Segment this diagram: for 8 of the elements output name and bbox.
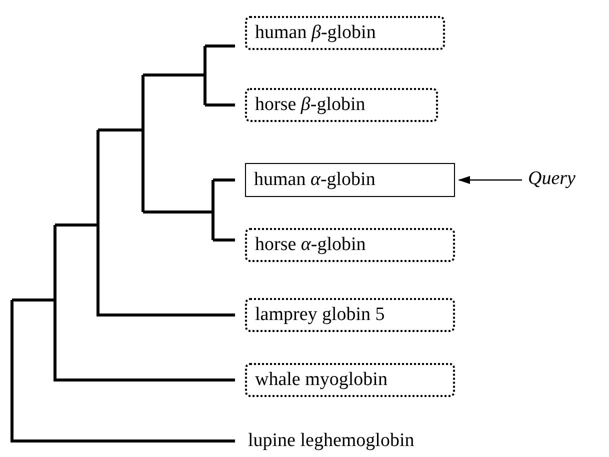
- sequence-box: human β-globin: [245, 16, 445, 50]
- query-sequence-box: human α-globin: [245, 163, 455, 197]
- sequence-box: horse β-globin: [245, 88, 438, 122]
- sequence-box: lamprey globin 5: [245, 298, 455, 332]
- arrow: [458, 176, 522, 184]
- sequence-box: whale myoglobin: [245, 363, 455, 397]
- sequence-box: horse α-globin: [245, 228, 455, 262]
- query-label: Query: [528, 168, 576, 190]
